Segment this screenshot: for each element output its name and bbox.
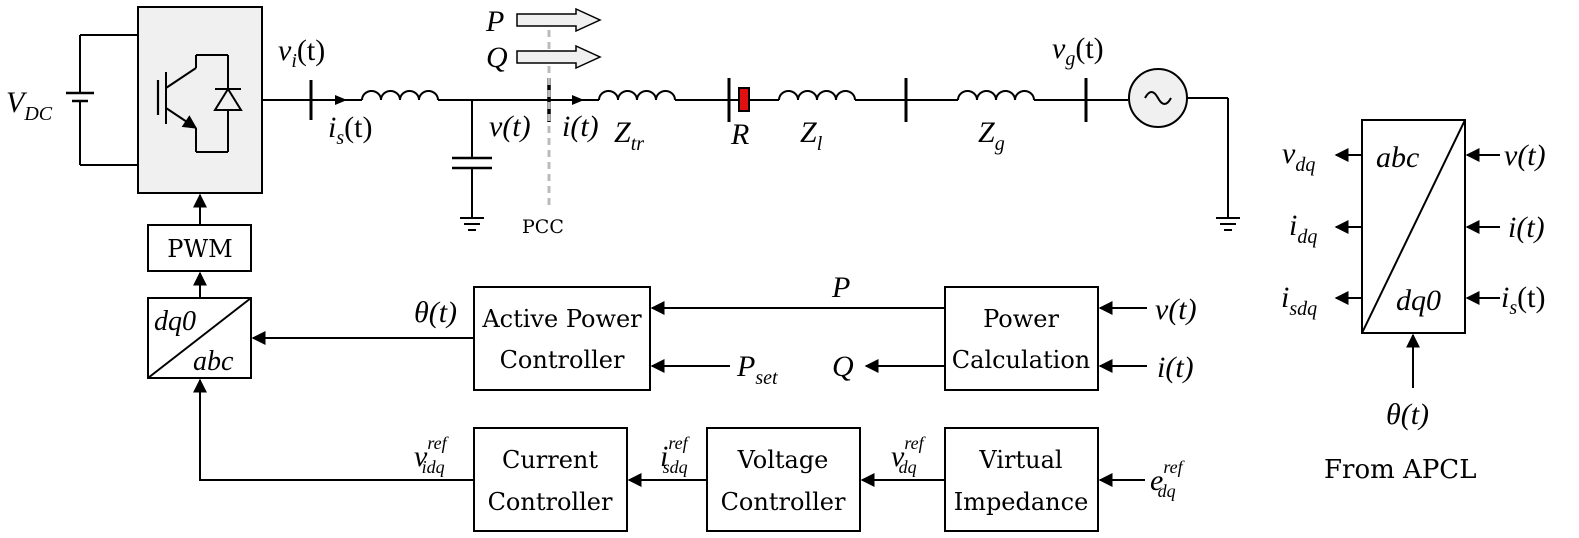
fault-resistor xyxy=(738,87,750,112)
pc-label-line2: Calculation xyxy=(952,346,1090,374)
pcc-label: PCC xyxy=(522,216,564,238)
dc-source xyxy=(66,34,138,166)
i-label: i(t) xyxy=(562,110,599,143)
active-power-controller-block xyxy=(473,286,651,391)
p-signal-label: P xyxy=(831,271,850,304)
vdc-label: VDC xyxy=(6,86,53,125)
abc-label: abc xyxy=(193,346,234,377)
q-flow-arrow xyxy=(516,44,602,70)
transform-dq0-label: dq0 xyxy=(1396,284,1441,317)
pc-label-line1: Power xyxy=(983,305,1059,333)
apc-label-line2: Controller xyxy=(500,346,625,374)
transform-is-input-label: is(t) xyxy=(1501,281,1545,319)
q-signal-label: Q xyxy=(832,350,854,383)
transform-theta-label: θ(t) xyxy=(1386,398,1429,431)
vi-block-label-line1: Virtual xyxy=(978,446,1062,474)
vc-label-line2: Controller xyxy=(721,488,846,516)
cc-label-line1: Current xyxy=(502,446,598,474)
vdq-label: vdq xyxy=(1282,137,1315,176)
theta-label: θ(t) xyxy=(414,296,457,329)
p-flow-arrow xyxy=(516,7,602,33)
dq0-label: dq0 xyxy=(154,306,196,337)
cc-label-line2: Controller xyxy=(488,488,613,516)
transform-abc-label: abc xyxy=(1376,141,1419,174)
pset-label: Pset xyxy=(736,350,778,389)
apc-label-line1: Active Power xyxy=(481,305,642,333)
transform-v-input-label: v(t) xyxy=(1504,139,1546,172)
pwm-label: PWM xyxy=(167,235,232,263)
zg-label: Zg xyxy=(978,116,1005,155)
power-line xyxy=(262,68,1240,231)
vi-block-label-line2: Impedance xyxy=(954,488,1089,516)
isdq-label: isdq xyxy=(1281,281,1317,320)
from-apcl-label: From APCL xyxy=(1324,455,1476,485)
ztr-label: Ztr xyxy=(614,116,644,155)
zl-label: Zl xyxy=(800,116,823,155)
pc-i-input-label: i(t) xyxy=(1157,351,1194,384)
is-label: is(t) xyxy=(328,111,372,149)
vc-label-line1: Voltage xyxy=(737,446,829,474)
vi-label: vi(t) xyxy=(278,34,325,72)
q-arrow-label: Q xyxy=(486,41,508,74)
p-arrow-label: P xyxy=(485,5,504,38)
transform-arrows xyxy=(1334,148,1500,388)
power-calculation-block xyxy=(944,286,1099,391)
inverter-block xyxy=(137,6,263,194)
v-label: v(t) xyxy=(489,110,531,143)
signal-arrows xyxy=(193,193,1147,487)
r-label: R xyxy=(730,118,749,151)
idq-label: idq xyxy=(1289,209,1317,248)
vg-label: vg(t) xyxy=(1052,32,1104,70)
transform-i-input-label: i(t) xyxy=(1508,211,1545,244)
pc-v-input-label: v(t) xyxy=(1155,293,1197,326)
